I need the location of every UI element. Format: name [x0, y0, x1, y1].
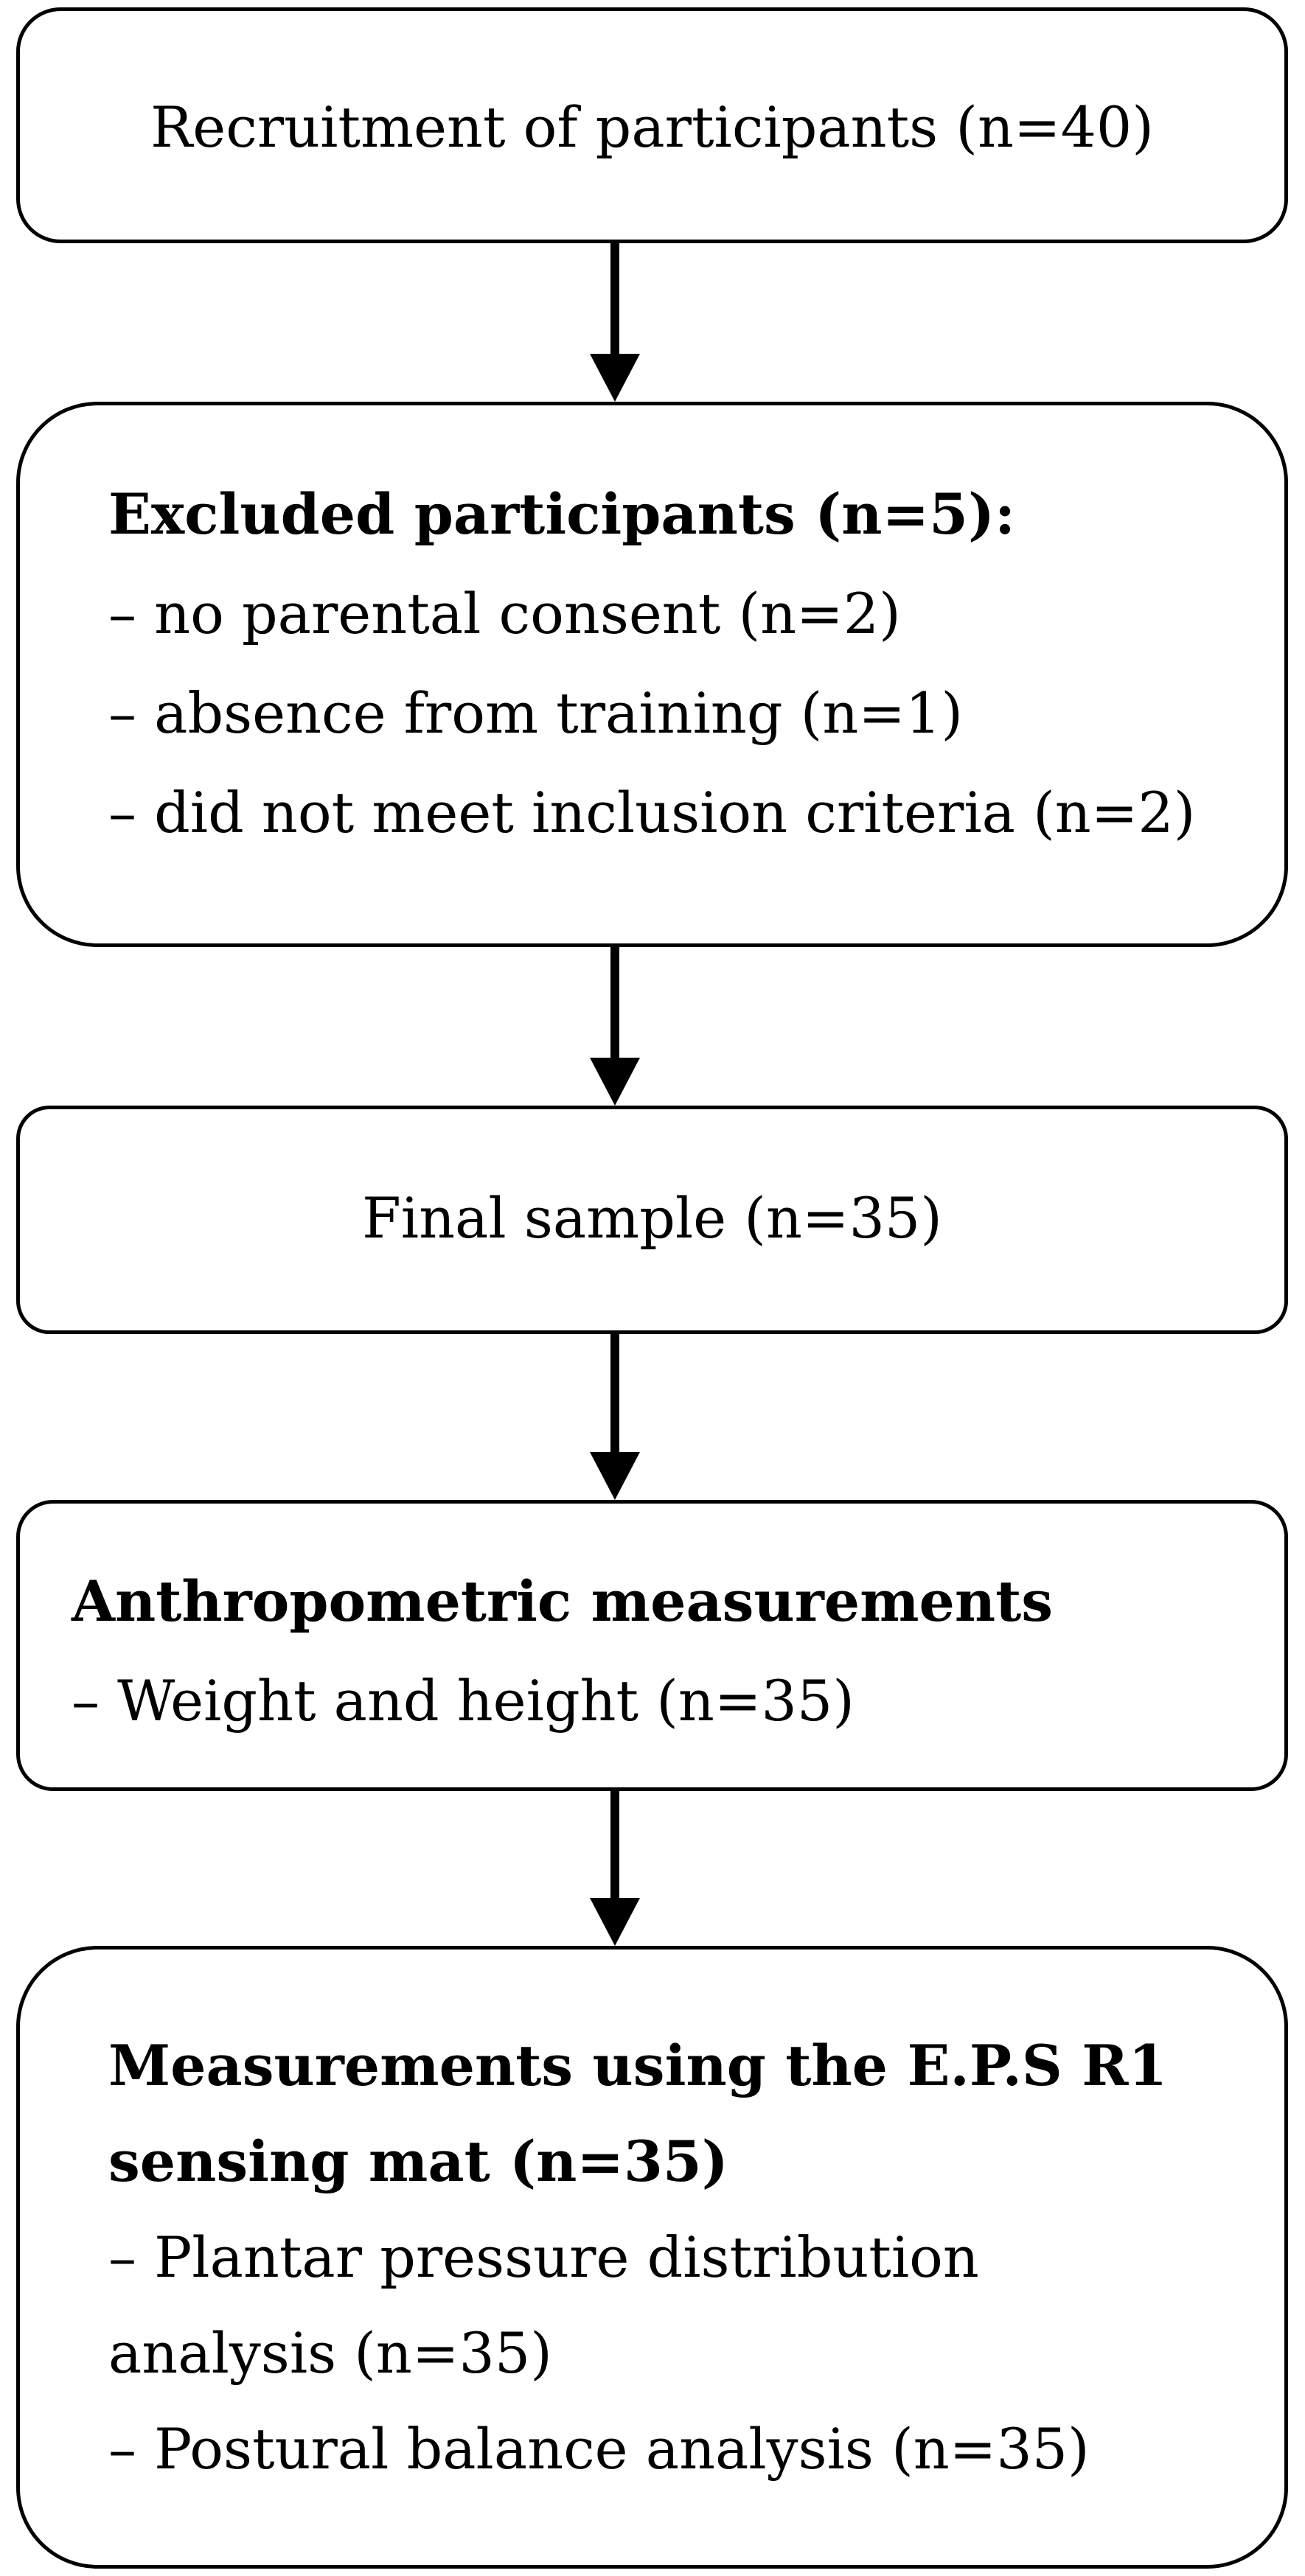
recruitment-text: Recruitment of participants (n=40): [150, 94, 1154, 160]
excluded-item: – no parental consent (n=2): [108, 581, 901, 646]
eps-heading-line: Measurements using the E.P.S R1: [108, 2033, 1168, 2098]
arrow-4: [590, 1791, 640, 1946]
excluded-item: – did not meet inclusion criteria (n=2): [108, 780, 1196, 845]
final-sample-text: Final sample (n=35): [362, 1185, 942, 1251]
anthropometric-heading: Anthropometric measurements: [72, 1568, 1054, 1634]
anthropometric-item: – Weight and height (n=35): [72, 1668, 855, 1734]
box-excluded: Excluded participants (n=5): – no parent…: [16, 402, 1288, 947]
arrow-1: [590, 243, 640, 402]
excluded-item: – absence from training (n=1): [108, 680, 963, 746]
eps-item: – Postural balance analysis (n=35): [108, 2416, 1090, 2482]
arrow-3: [590, 1334, 640, 1500]
box-final-sample: Final sample (n=35): [16, 1106, 1288, 1334]
box-eps-measurements: Measurements using the E.P.S R1 sensing …: [16, 1946, 1288, 2569]
box-anthropometric: Anthropometric measurements – Weight and…: [16, 1500, 1288, 1791]
eps-item: analysis (n=35): [108, 2320, 552, 2386]
box-recruitment: Recruitment of participants (n=40): [16, 7, 1288, 243]
eps-item: – Plantar pressure distribution: [108, 2224, 979, 2290]
arrow-2: [590, 947, 640, 1106]
excluded-heading: Excluded participants (n=5):: [108, 481, 1016, 547]
eps-heading-line: sensing mat (n=35): [108, 2129, 728, 2194]
